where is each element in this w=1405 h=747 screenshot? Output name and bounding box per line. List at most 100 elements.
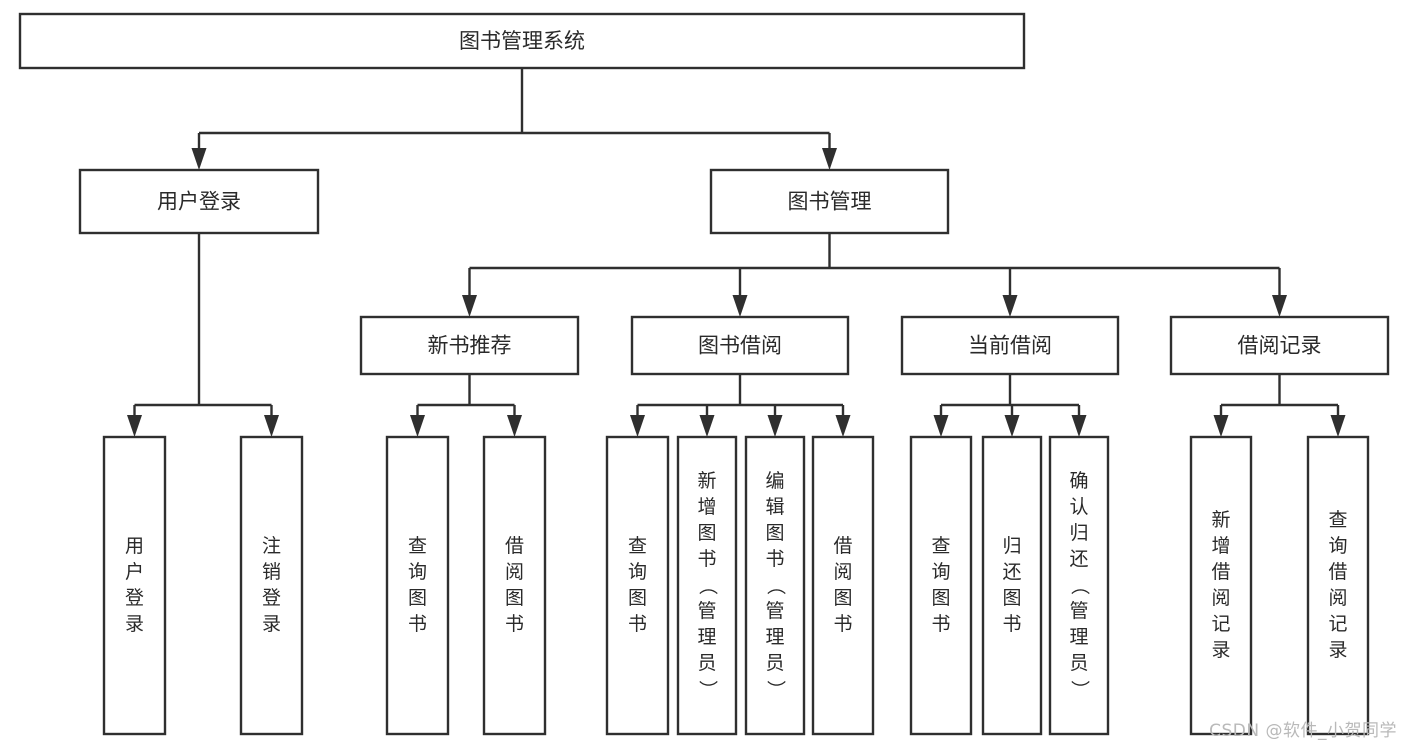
node-box-borrow[interactable] (630, 315, 850, 376)
node-box-current[interactable] (900, 315, 1120, 376)
node-root[interactable]: 图书管理系统 (18, 12, 1026, 70)
arrow-head-icon (191, 148, 207, 170)
node-box-leaf11[interactable] (1048, 435, 1110, 736)
node-box-leaf7[interactable] (744, 435, 806, 736)
svg-text:管: 管 (1069, 600, 1088, 622)
node-current[interactable]: 当前借阅 (900, 315, 1120, 376)
node-box-records[interactable] (1169, 315, 1390, 376)
arrow-head-icon (630, 415, 645, 437)
svg-text:确: 确 (1069, 470, 1088, 492)
node-box-leaf3[interactable] (385, 435, 450, 736)
node-leaf1[interactable]: 用户登录 (102, 435, 167, 736)
arrow-head-icon (1004, 415, 1020, 437)
node-bookmgmt[interactable]: 图书管理 (709, 168, 950, 235)
connector-group-root (191, 68, 837, 170)
svg-text:还: 还 (1069, 548, 1088, 570)
node-box-leaf8[interactable] (811, 435, 875, 736)
svg-text:借: 借 (833, 535, 852, 557)
node-label-newbook: 新书推荐 (428, 334, 512, 358)
arrow-head-icon (462, 295, 477, 317)
connector-group-borrow (630, 374, 851, 437)
node-box-login[interactable] (78, 168, 320, 235)
svg-text:）: ） (1069, 680, 1091, 699)
node-box-bookmgmt[interactable] (709, 168, 950, 235)
node-box-leaf13[interactable] (1306, 435, 1370, 736)
svg-text:书: 书 (505, 613, 524, 635)
node-box-leaf1[interactable] (102, 435, 167, 736)
connector-group-bookmgmt (462, 233, 1287, 317)
node-box-leaf5[interactable] (605, 435, 670, 736)
node-box-newbook[interactable] (359, 315, 580, 376)
connector-group-current (933, 374, 1087, 437)
svg-text:图: 图 (1002, 587, 1021, 609)
node-login[interactable]: 用户登录 (78, 168, 320, 235)
svg-text:销: 销 (262, 561, 281, 583)
svg-text:归: 归 (1002, 535, 1021, 557)
arrow-head-icon (410, 415, 425, 437)
svg-text:图: 图 (697, 522, 716, 544)
svg-text:书: 书 (833, 613, 852, 635)
arrow-head-icon (507, 415, 522, 437)
arrow-head-icon (1002, 295, 1018, 317)
svg-text:借: 借 (1211, 561, 1230, 583)
arrow-head-icon (835, 415, 851, 437)
arrow-head-icon (264, 415, 279, 437)
node-label-records: 借阅记录 (1238, 334, 1322, 358)
node-borrow[interactable]: 图书借阅 (630, 315, 850, 376)
svg-text:编: 编 (765, 470, 784, 492)
node-label-borrow: 图书借阅 (698, 334, 782, 358)
node-label-login: 用户登录 (157, 190, 241, 214)
node-box-leaf12[interactable] (1189, 435, 1253, 736)
node-box-leaf10[interactable] (981, 435, 1043, 736)
arrow-head-icon (1071, 415, 1087, 437)
svg-text:（: （ (765, 576, 787, 595)
svg-text:录: 录 (262, 613, 281, 635)
svg-text:书: 书 (931, 613, 950, 635)
node-box-leaf4[interactable] (482, 435, 547, 736)
arrow-head-icon (933, 415, 949, 437)
node-box-leaf2[interactable] (239, 435, 304, 736)
arrow-head-icon (699, 415, 715, 437)
connector-group-newbook (410, 374, 522, 437)
node-box-leaf6[interactable] (676, 435, 738, 736)
node-box-root[interactable] (18, 12, 1026, 70)
svg-text:借: 借 (505, 535, 524, 557)
arrow-head-icon (822, 148, 837, 170)
svg-text:员: 员 (697, 652, 716, 674)
svg-text:查: 查 (408, 535, 427, 557)
node-newbook[interactable]: 新书推荐 (359, 315, 580, 376)
svg-text:员: 员 (765, 652, 784, 674)
svg-text:员: 员 (1069, 652, 1088, 674)
svg-text:新: 新 (697, 470, 716, 492)
node-box-leaf9[interactable] (909, 435, 973, 736)
svg-text:户: 户 (125, 561, 144, 583)
svg-text:（: （ (697, 576, 719, 595)
svg-text:阅: 阅 (1328, 587, 1347, 609)
svg-text:登: 登 (262, 587, 281, 609)
svg-text:书: 书 (697, 548, 716, 570)
svg-text:归: 归 (1069, 522, 1088, 544)
node-boxes-layer: 图书管理系统用户登录图书管理新书推荐图书借阅当前借阅借阅记录用户登录注销登录查询… (18, 12, 1390, 736)
connector-lines-layer (127, 68, 1346, 437)
node-records[interactable]: 借阅记录 (1169, 315, 1390, 376)
